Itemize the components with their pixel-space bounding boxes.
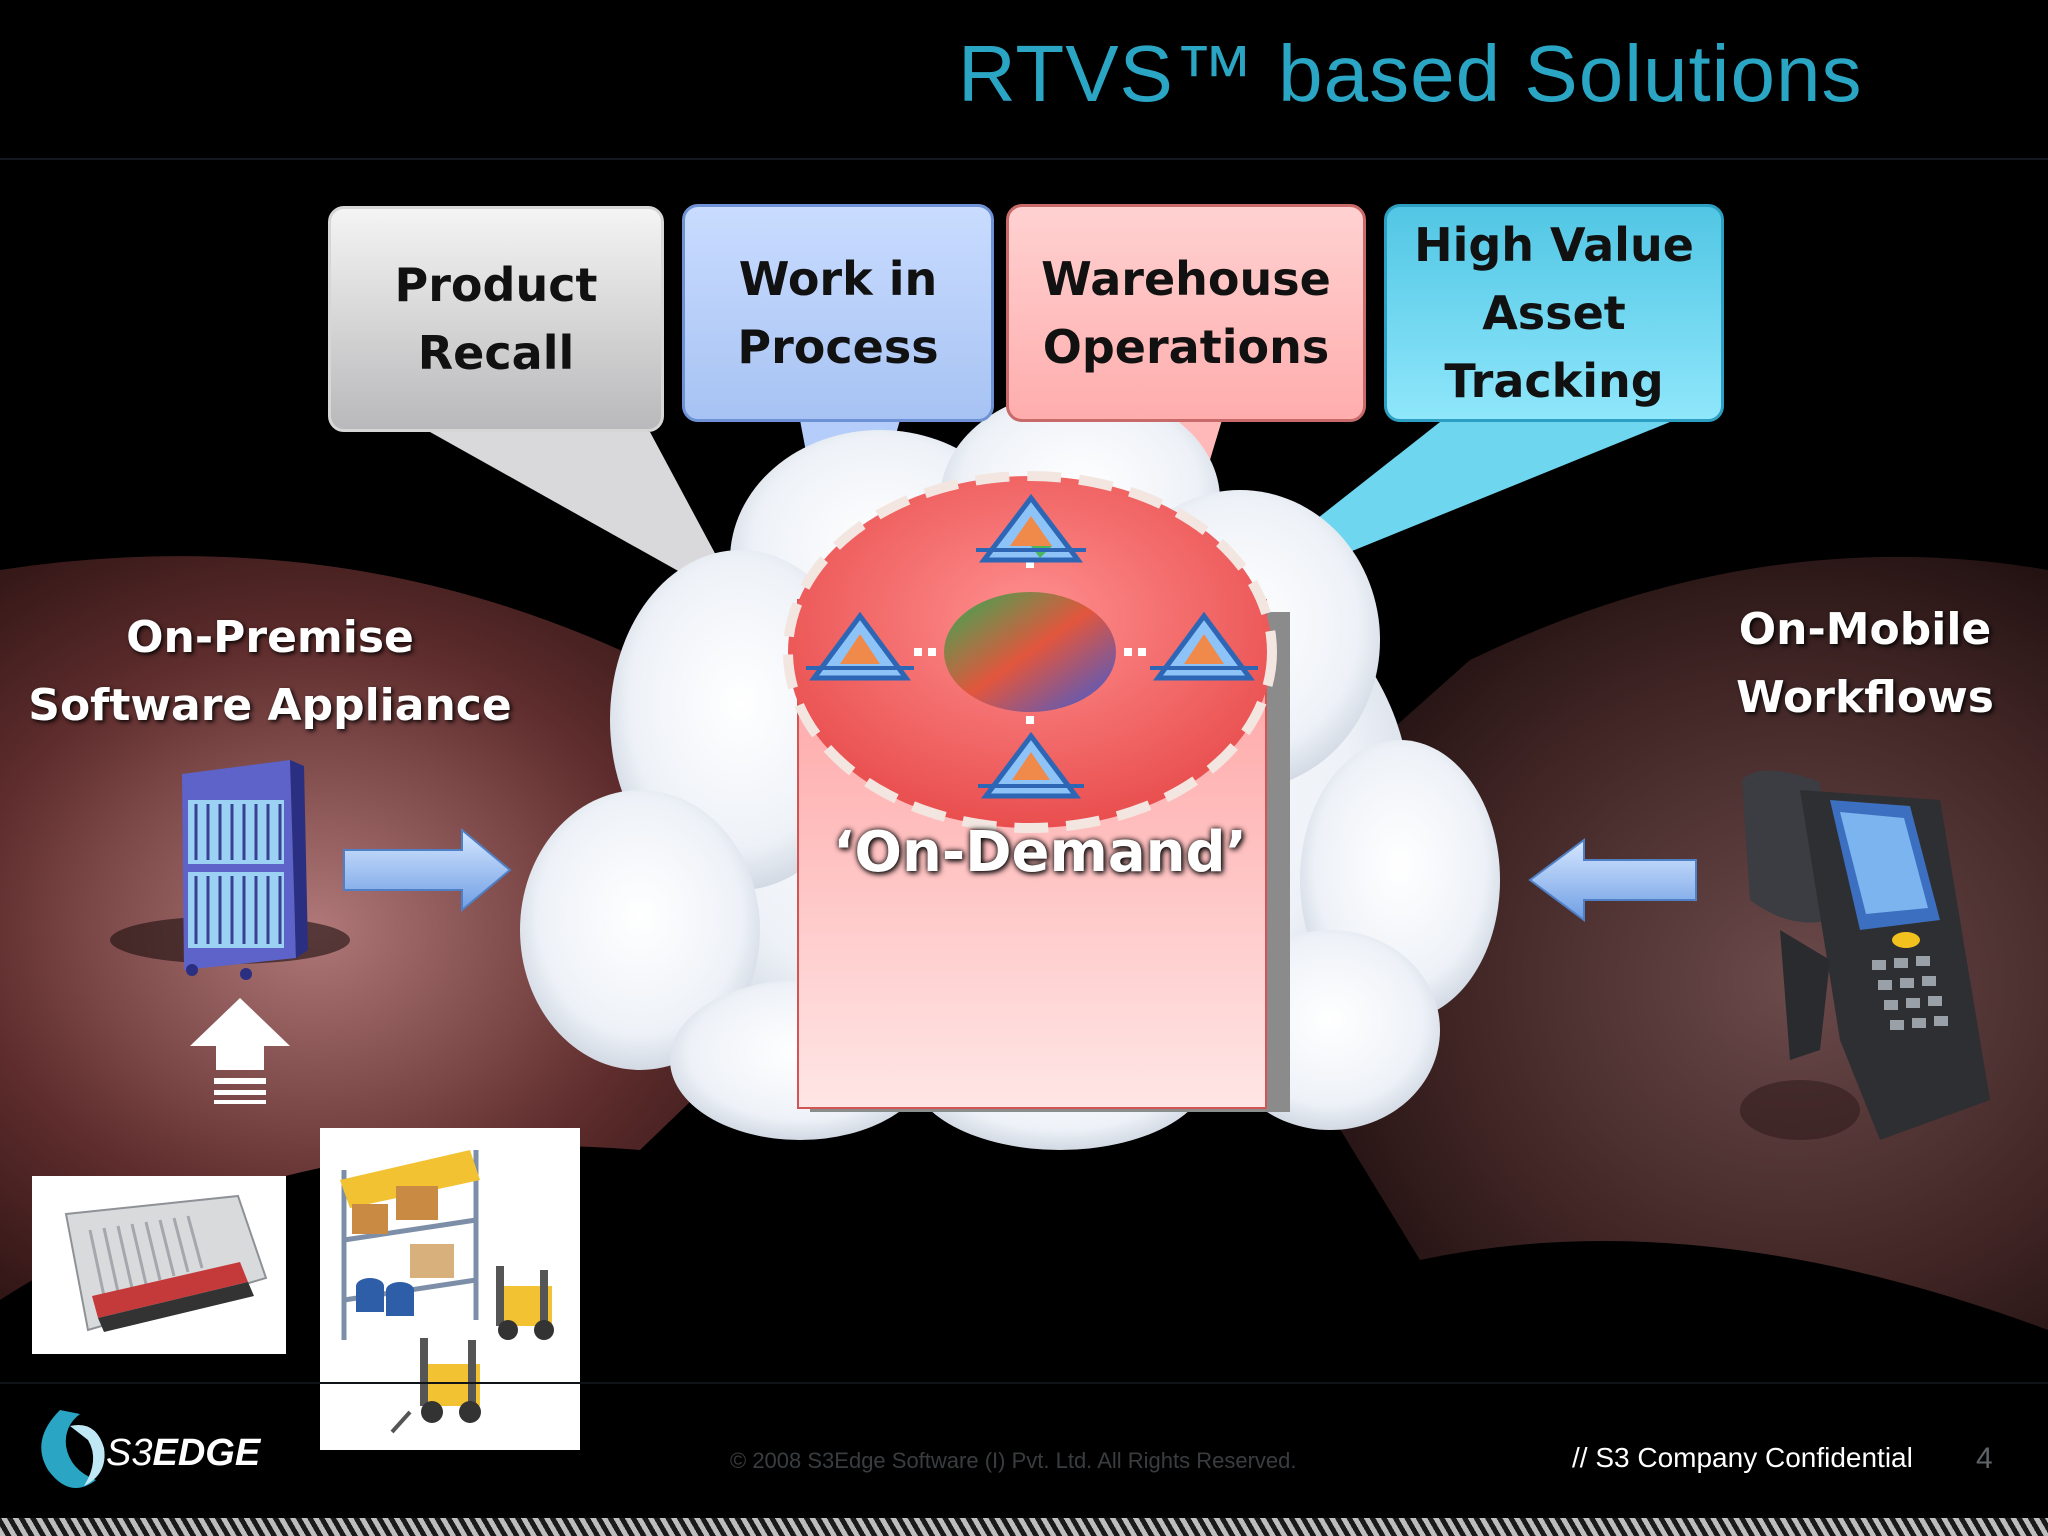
callout-product-recall: Product Recall [328, 206, 664, 432]
mobile-scanner-icon [1740, 770, 1990, 1140]
company-logo: S3EDGE [106, 1432, 260, 1475]
callout-label: Warehouse Operations [1041, 252, 1331, 374]
callout-label: Work in Process [737, 252, 939, 374]
warehouse-forklift-icon [320, 1128, 580, 1450]
arrow-left-icon [1528, 838, 1697, 922]
rfid-reader-icon [32, 1176, 286, 1354]
network-hub-icon [944, 592, 1116, 712]
arrow-up-icon [190, 998, 290, 1104]
callout-label: Product Recall [394, 258, 598, 380]
title-divider [0, 158, 2048, 160]
network-node-icon [806, 611, 914, 681]
callout-label: High Value Asset Tracking [1414, 218, 1694, 408]
callout-high-value-asset-tracking: High Value Asset Tracking [1384, 204, 1724, 422]
s3edge-logo-icon [41, 1410, 105, 1488]
callout-work-in-process: Work in Process [682, 204, 994, 422]
page-number: 4 [1976, 1442, 1993, 1475]
server-rack-icon [110, 760, 350, 980]
callout-warehouse-operations: Warehouse Operations [1006, 204, 1366, 422]
confidential-text: // S3 Company Confidential [1572, 1442, 1913, 1473]
on-mobile-label: On-Mobile Workflows [1736, 604, 1994, 723]
on-demand-label: ‘On-Demand’ [833, 820, 1247, 885]
network-node-icon [978, 731, 1084, 799]
network-node-icon [976, 493, 1086, 563]
copyright-text: © 2008 S3Edge Software (I) Pvt. Ltd. All… [730, 1448, 1297, 1473]
on-premise-label: On-Premise Software Appliance [28, 612, 512, 731]
logo-suffix: EDGE [152, 1432, 261, 1474]
page-title: RTVS™ based Solutions [958, 29, 1863, 118]
arrow-right-icon [343, 827, 512, 913]
logo-prefix: S3 [106, 1432, 153, 1474]
network-node-icon [1150, 611, 1258, 681]
footer-stripe-bar [0, 1518, 2048, 1536]
